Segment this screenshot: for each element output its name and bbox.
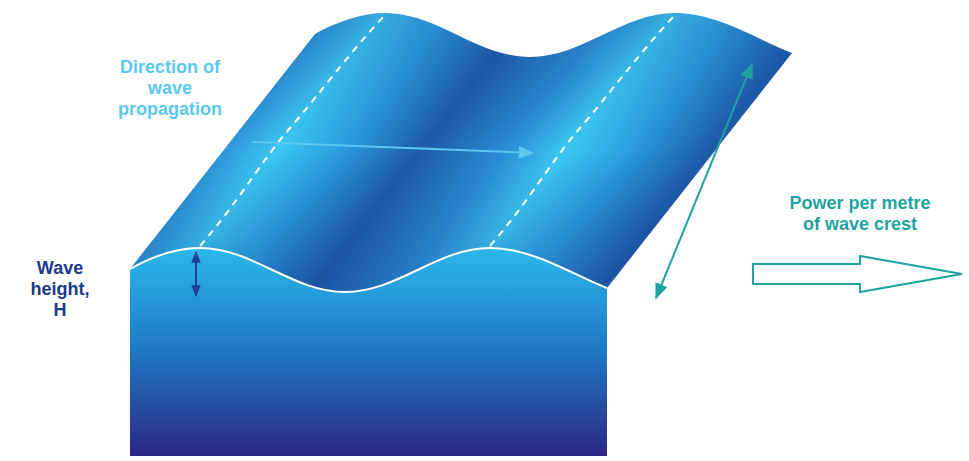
crest-line — [490, 15, 675, 246]
water-section — [130, 248, 607, 456]
power-arrow — [753, 256, 962, 292]
height-arrow — [195, 252, 197, 296]
wave-surface — [130, 13, 792, 292]
wave-profile — [130, 248, 607, 292]
crest-length-arrow — [656, 64, 752, 298]
power-label: Power per metre of wave crest — [784, 193, 936, 235]
crest-line — [200, 15, 385, 246]
wave-surface-shade — [130, 13, 792, 292]
propagation-arrow — [252, 142, 533, 153]
height-label: Wave height, H — [26, 258, 94, 321]
direction-label: Direction of wave propagation — [118, 57, 222, 120]
